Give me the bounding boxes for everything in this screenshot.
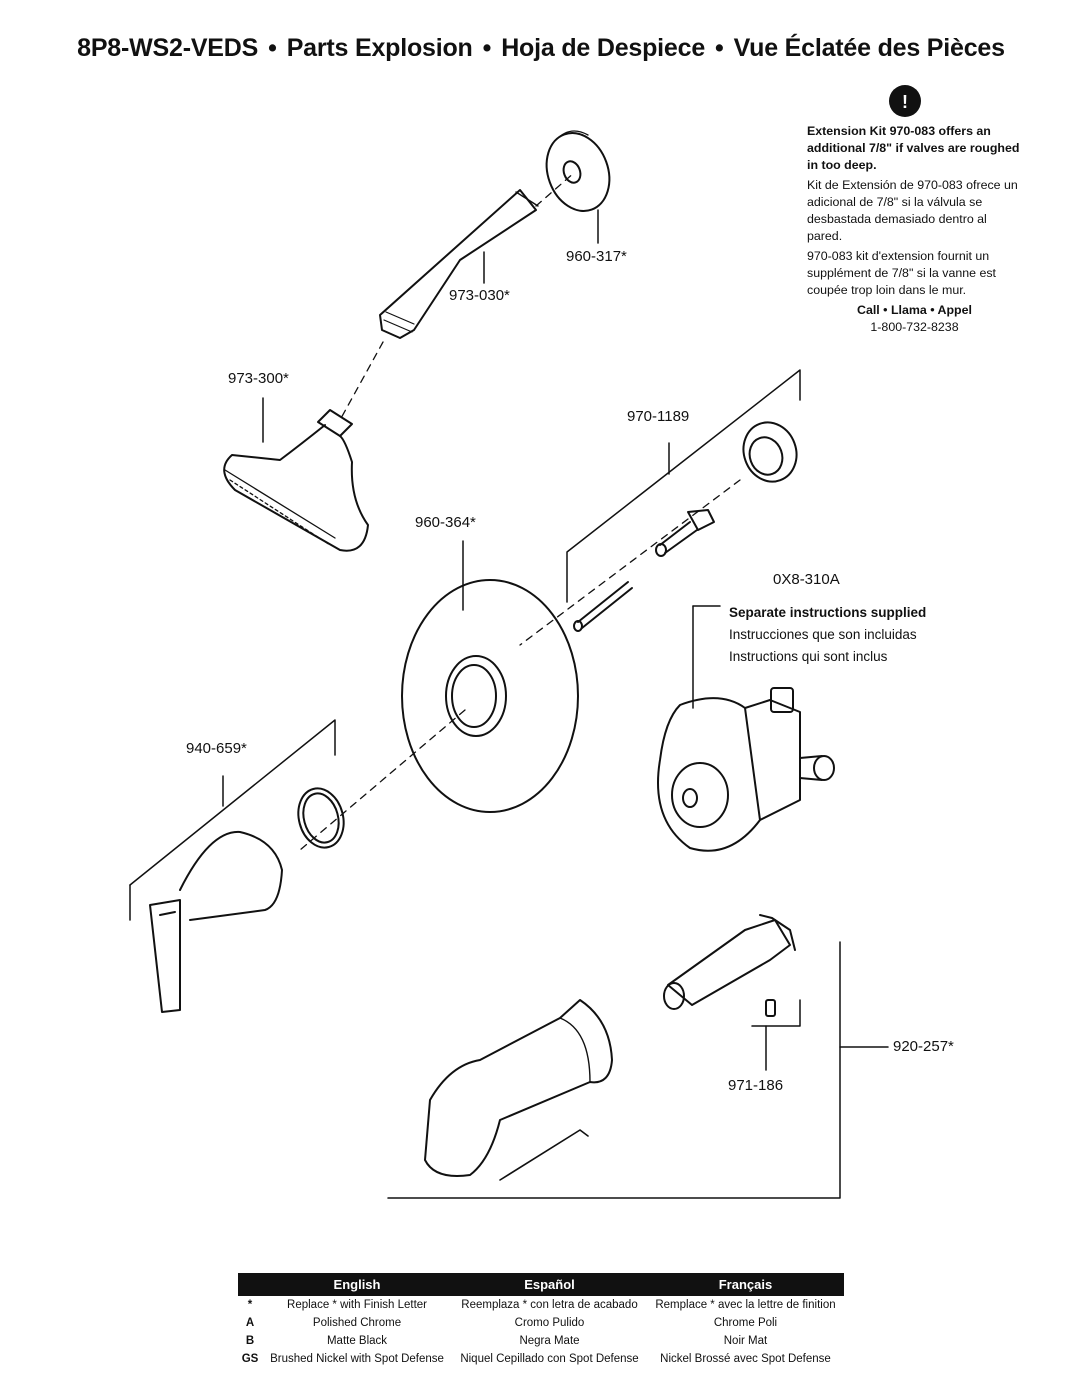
flange-960-317 [545, 130, 611, 212]
title-separator: • [482, 34, 492, 62]
legend-french: Remplace * avec la lettre de finition [655, 1299, 836, 1311]
legend-row: GS Brushed Nickel with Spot Defense Niqu… [238, 1350, 844, 1368]
legend-english: Polished Chrome [312, 1317, 402, 1329]
legend-header-blank [238, 1273, 262, 1296]
title-french: Vue Éclatée des Pièces [733, 34, 1005, 62]
page-title: 8P8-WS2-VEDS • Parts Explosion • Hoja de Des… [0, 34, 1082, 63]
legend-row: A Polished Chrome Cromo Pulido Chrome Po… [238, 1314, 844, 1332]
part-label-971-186: 971-186 [728, 1077, 784, 1094]
legend-english: Replace * with Finish Letter [287, 1299, 427, 1311]
legend-spanish: Negra Mate [519, 1335, 580, 1347]
phone-number: 1-800-732-8238 [870, 320, 959, 334]
legend-code: B [245, 1335, 255, 1347]
legend-row: * Replace * with Finish Letter Reemplaza… [238, 1296, 844, 1314]
extension-kit-note: Extension Kit 970-083 offers an addition… [807, 123, 1022, 336]
call-label: Call • Llama • Appel [857, 303, 972, 317]
valve-0x8-310a [657, 687, 835, 852]
legend-english: Matte Black [326, 1335, 388, 1347]
legend-french: Nickel Brossé avec Spot Defense [660, 1353, 831, 1365]
screw-kit-970-1189 [573, 421, 798, 632]
part-label-960-364: 960-364* [415, 514, 476, 531]
note-spanish: Kit de Extensión de 970-083 ofrece un ad… [807, 178, 1018, 243]
legend-header-english: English [262, 1273, 453, 1296]
legend-row: B Matte Black Negra Mate Noir Mat [238, 1332, 844, 1350]
escutcheon-960-364 [401, 579, 579, 813]
legend-french: Chrome Poli [713, 1317, 778, 1329]
shower-head-973-300 [223, 409, 369, 552]
legend-spanish: Niquel Cepillado con Spot Defense [460, 1353, 639, 1365]
part-label-940-659: 940-659* [186, 740, 247, 757]
title-english: Parts Explosion [286, 34, 473, 62]
title-spanish: Hoja de Despiece [501, 34, 706, 62]
tub-spout-920-257 [424, 999, 613, 1181]
part-label-973-030: 973-030* [449, 287, 510, 304]
legend-french: Noir Mat [723, 1335, 768, 1347]
legend-header-row: English Español Français [238, 1273, 844, 1296]
instructions-spanish: Instrucciones que son incluidas [729, 627, 917, 642]
legend-code: A [245, 1317, 255, 1329]
note-english: Extension Kit 970-083 offers an addition… [807, 124, 1020, 172]
warning-icon: ! [889, 85, 921, 117]
finish-legend-table: English Español Français * Replace * wit… [238, 1273, 844, 1368]
assembly-guide-lines [299, 171, 741, 851]
svg-text:!: ! [902, 92, 908, 112]
diverter-stem [663, 914, 796, 1017]
legend-spanish: Cromo Pulido [514, 1317, 585, 1329]
instructions-french: Instructions qui sont inclus [729, 649, 888, 664]
part-label-973-300: 973-300* [228, 370, 289, 387]
note-french: 970-083 kit d'extension fournit un suppl… [807, 249, 996, 297]
part-label-0x8-310a: 0X8-310A [773, 571, 840, 588]
leader-lines [129, 209, 889, 1199]
title-separator: • [715, 34, 724, 62]
legend-header-french: Français [646, 1273, 844, 1296]
part-label-970-1189: 970-1189 [627, 408, 690, 425]
handle-940-659 [149, 787, 345, 1013]
legend-code: * [247, 1299, 253, 1311]
valve-instructions: Separate instructions supplied Instrucci… [729, 602, 926, 668]
title-separator: • [268, 34, 277, 62]
legend-code: GS [241, 1353, 259, 1365]
part-label-920-257: 920-257* [893, 1038, 954, 1055]
legend-header-spanish: Español [452, 1273, 647, 1296]
model-number: 8P8-WS2-VEDS [77, 34, 259, 62]
shower-arm-973-030 [379, 189, 539, 339]
legend-english: Brushed Nickel with Spot Defense [270, 1353, 444, 1365]
part-label-960-317: 960-317* [566, 248, 627, 265]
legend-spanish: Reemplaza * con letra de acabado [461, 1299, 638, 1311]
instructions-english: Separate instructions supplied [729, 605, 927, 620]
